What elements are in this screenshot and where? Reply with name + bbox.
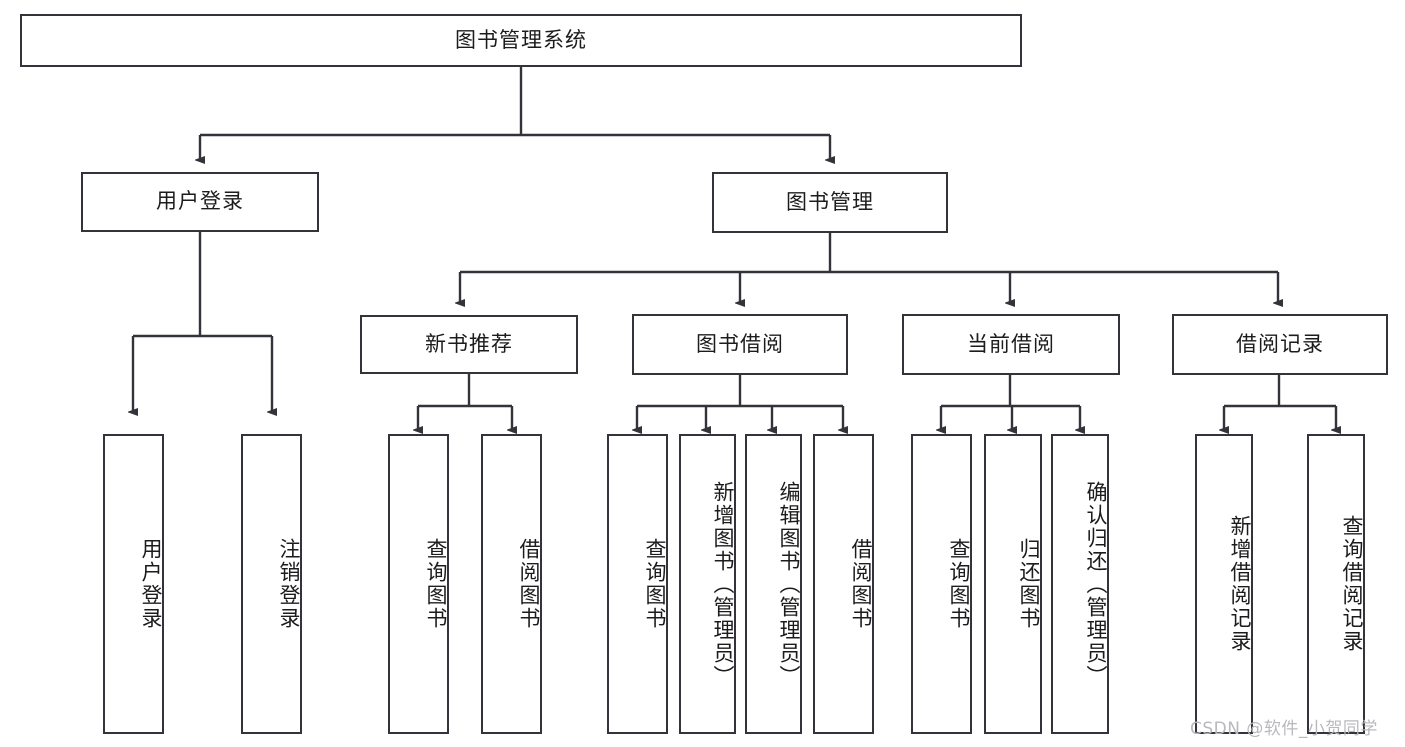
node-label: 图书管理系统 [455, 27, 587, 52]
node-label: 当前借阅 [967, 331, 1055, 356]
node-label: 注销登录 [277, 538, 301, 630]
node-label: 新增图书（管理员） [711, 480, 735, 688]
node-label: 借阅图书 [517, 538, 541, 630]
node-leaf-borrow-book-1[interactable]: 借阅图书 [481, 434, 542, 734]
node-label: 借阅记录 [1236, 331, 1324, 356]
node-leaf-add-record[interactable]: 新增借阅记录 [1195, 434, 1253, 734]
node-leaf-add-book[interactable]: 新增图书（管理员） [679, 434, 736, 734]
node-label: 新增借阅记录 [1228, 515, 1252, 653]
node-user-login[interactable]: 用户登录 [81, 172, 319, 232]
node-new-book-recommend[interactable]: 新书推荐 [360, 315, 578, 374]
node-label: 查询借阅记录 [1340, 515, 1364, 653]
node-book-borrow[interactable]: 图书借阅 [632, 314, 848, 375]
node-label: 图书借阅 [696, 331, 784, 356]
node-leaf-query-book-2[interactable]: 查询图书 [607, 434, 668, 734]
node-label: 用户登录 [156, 189, 244, 214]
node-leaf-confirm-return[interactable]: 确认归还（管理员） [1051, 434, 1109, 734]
node-label: 用户登录 [139, 538, 163, 630]
node-book-management[interactable]: 图书管理 [712, 172, 948, 233]
node-label: 图书管理 [786, 189, 874, 214]
node-label: 查询图书 [643, 538, 667, 630]
node-label: 借阅图书 [849, 538, 873, 630]
node-leaf-edit-book[interactable]: 编辑图书（管理员） [745, 434, 802, 734]
node-label: 编辑图书（管理员） [777, 480, 801, 688]
node-book-management-system[interactable]: 图书管理系统 [20, 14, 1022, 67]
node-leaf-query-book-1[interactable]: 查询图书 [388, 434, 449, 734]
node-leaf-borrow-book-2[interactable]: 借阅图书 [813, 434, 874, 734]
node-label: 新书推荐 [425, 331, 513, 356]
node-label: 查询图书 [424, 538, 448, 630]
node-leaf-user-login[interactable]: 用户登录 [103, 434, 164, 734]
csdn-watermark: CSDN @软件_小贺同学 [1190, 719, 1378, 739]
node-label: 查询图书 [947, 538, 971, 630]
node-leaf-query-record[interactable]: 查询借阅记录 [1307, 434, 1365, 734]
node-leaf-return-book[interactable]: 归还图书 [984, 434, 1042, 734]
node-borrow-record[interactable]: 借阅记录 [1172, 314, 1388, 375]
node-leaf-query-book-3[interactable]: 查询图书 [911, 434, 972, 734]
node-label: 确认归还（管理员） [1084, 480, 1108, 688]
node-leaf-logout-login[interactable]: 注销登录 [241, 434, 302, 734]
node-label: 归还图书 [1017, 538, 1041, 630]
node-current-borrow[interactable]: 当前借阅 [902, 314, 1120, 375]
